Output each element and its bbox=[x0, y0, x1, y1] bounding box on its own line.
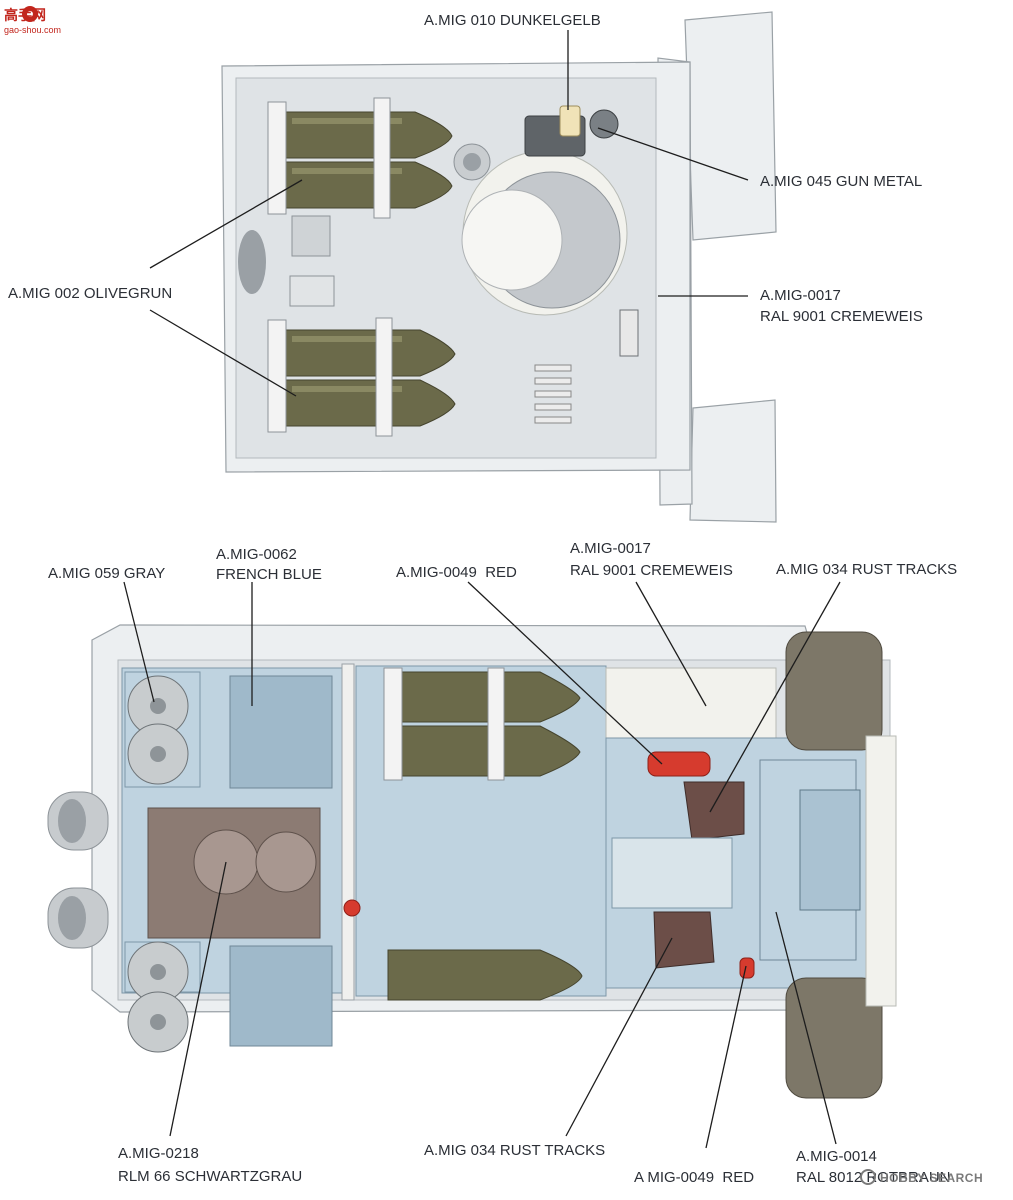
callout-cremeweis-name: RAL 9001 CREMEWEIS bbox=[760, 308, 923, 325]
callout-rust-tracks-top: A.MIG 034 RUST TRACKS bbox=[776, 561, 957, 578]
callout-rotbraun-name: RAL 8012 ROTBRAUN bbox=[796, 1169, 951, 1186]
callout-gray: A.MIG 059 GRAY bbox=[48, 565, 165, 582]
callout-rotbraun-code: A.MIG-0014 bbox=[796, 1148, 877, 1165]
callout-rust-tracks-bottom: A.MIG 034 RUST TRACKS bbox=[424, 1142, 605, 1159]
callout-french-blue-code: A.MIG-0062 bbox=[216, 546, 297, 563]
callout-cremeweis-name-2: RAL 9001 CREMEWEIS bbox=[570, 562, 733, 579]
top-view-labels: A.MIG 010 DUNKELGELB A.MIG 045 GUN METAL… bbox=[8, 12, 923, 325]
hobby-search-watermark: HOBBY SEARCH bbox=[860, 1169, 983, 1185]
top-view-leader-lines bbox=[149, 30, 749, 397]
callout-schwartzgrau-code: A.MIG-0218 bbox=[118, 1145, 199, 1162]
callout-red-top: A.MIG-0049 RED bbox=[396, 564, 517, 581]
bottom-view-leader-lines bbox=[123, 581, 841, 1149]
top-view-illustration bbox=[221, 11, 777, 523]
bottom-view-illustration bbox=[47, 624, 897, 1099]
callout-olivegrun: A.MIG 002 OLIVEGRUN bbox=[8, 285, 172, 302]
callout-dunkelgelb: A.MIG 010 DUNKELGELB bbox=[424, 12, 601, 29]
callout-gun-metal: A.MIG 045 GUN METAL bbox=[760, 173, 922, 190]
bottom-view-labels: A.MIG 059 GRAY A.MIG-0062 FRENCH BLUE A.… bbox=[48, 540, 957, 1186]
callout-cremeweis-code: A.MIG-0017 bbox=[760, 287, 841, 304]
site-logo: 高手网 gao-shou.com bbox=[4, 6, 61, 35]
callout-french-blue-name: FRENCH BLUE bbox=[216, 566, 322, 583]
hobby-search-text: HOBBY SEARCH bbox=[880, 1171, 983, 1185]
callout-cremeweis-code-2: A.MIG-0017 bbox=[570, 540, 651, 557]
callout-red-bottom: A MIG-0049 RED bbox=[634, 1169, 754, 1186]
logo-title: 高手网 bbox=[4, 7, 46, 24]
callout-schwartzgrau-name: RLM 66 SCHWARTZGRAU bbox=[118, 1168, 302, 1185]
logo-site: gao-shou.com bbox=[4, 25, 61, 35]
